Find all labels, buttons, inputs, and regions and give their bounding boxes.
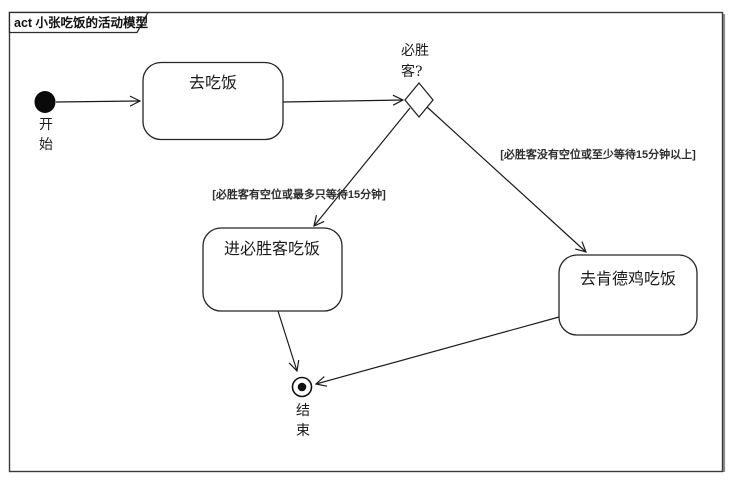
- activity-frame: [8, 11, 724, 473]
- initial-node-label-line2: 始: [39, 137, 53, 153]
- final-node-label-line2: 束: [296, 423, 310, 439]
- edge-decision-to-pizza-hut: [314, 107, 411, 226]
- decision-label-line1: 必胜: [401, 43, 429, 59]
- action-go-kfc: [558, 254, 698, 336]
- frame-title: act 小张吃饭的活动模型: [14, 15, 149, 30]
- decision-node: [404, 81, 434, 119]
- edge-go-eat-to-decision: [282, 100, 403, 102]
- decision-label-line2: 客?: [401, 63, 423, 80]
- action-go-eat-label: 去吃饭: [189, 73, 237, 92]
- edge-decision-to-kfc: [426, 106, 586, 252]
- edge-pizza-hut-to-end: [277, 310, 297, 371]
- action-go-kfc-label: 去肯德鸡吃饭: [580, 269, 676, 288]
- final-node-dot: [297, 382, 307, 392]
- edge-start-to-go-eat: [55, 101, 140, 102]
- guard-pizza-hut: [必胜客有空位或最多只等待15分钟]: [212, 187, 386, 201]
- frame-title-tab: [8, 11, 150, 34]
- action-enter-pizza-hut-label: 进必胜客吃饭: [224, 239, 320, 258]
- action-go-eat: [142, 61, 284, 141]
- edge-kfc-to-end: [316, 316, 560, 384]
- action-enter-pizza-hut: [202, 227, 343, 312]
- initial-node: [34, 91, 56, 113]
- guard-kfc: [必胜客没有空位或至少等待15分钟以上]: [500, 147, 696, 161]
- final-node-label-line1: 结: [296, 403, 310, 419]
- initial-node-label-line1: 开: [39, 117, 53, 133]
